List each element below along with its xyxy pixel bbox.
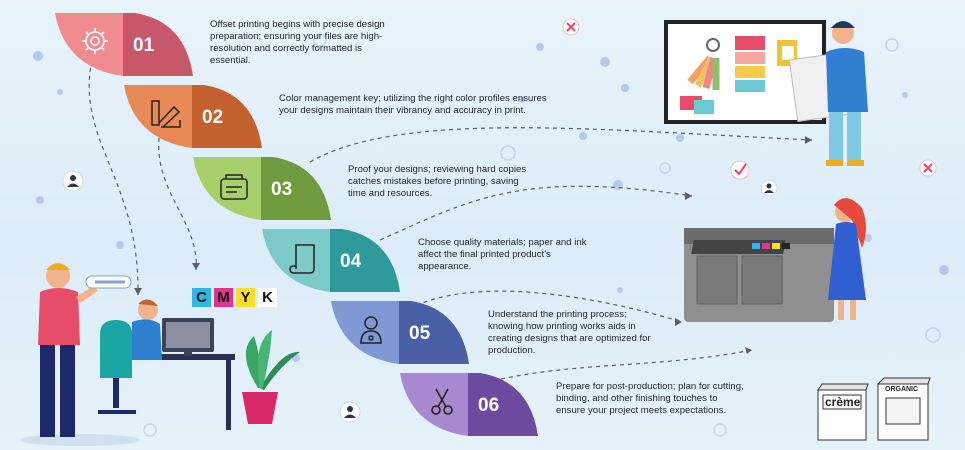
office-chair — [98, 320, 136, 414]
step-leaf-right — [123, 13, 193, 76]
step-02-description: Color management key; utilizing the righ… — [279, 93, 547, 116]
standing-person — [38, 263, 98, 437]
step-02: 02 — [124, 85, 262, 148]
user-badge-icon — [339, 401, 361, 423]
step-04: 04 — [262, 229, 400, 292]
gear-icon — [82, 28, 108, 54]
step-number: 03 — [271, 179, 292, 200]
step-leaf-left — [124, 85, 192, 148]
cmyk-letter-m: M — [214, 288, 233, 307]
step-06: 06 — [400, 373, 538, 436]
step-01: 01 — [55, 13, 193, 76]
step-leaf-right — [399, 301, 469, 364]
user-badge-icon — [62, 170, 84, 192]
step-leaf-left — [400, 373, 468, 436]
background-rings — [143, 33, 941, 437]
fan-deck-swatches — [687, 38, 720, 90]
printer-icon — [220, 174, 248, 200]
paper-scroll-icon — [289, 244, 315, 274]
scissors-icon — [431, 388, 453, 415]
step-03: 03 — [193, 157, 331, 220]
checkmark-badge-icon — [730, 160, 750, 180]
step-06-description: Prepare for post-production; plan for cu… — [556, 381, 744, 416]
worker-icon — [360, 316, 382, 344]
color-swatch-icon — [151, 100, 181, 128]
step-04-description: Choose quality materials; paper and ink … — [418, 237, 587, 272]
step-05: 05 — [331, 301, 469, 364]
step-leaf-left — [193, 157, 261, 220]
step-number: 04 — [340, 251, 362, 272]
step-05-description: Understand the printing process; knowing… — [488, 309, 651, 356]
printing-press-illustration — [684, 198, 866, 322]
desk — [105, 318, 235, 430]
cmyk-letter-k: K — [258, 288, 277, 307]
step-leaf-right — [192, 85, 262, 148]
office-workers-illustration — [20, 263, 300, 446]
cmyk-letter-y: Y — [236, 288, 255, 307]
designer-person — [788, 21, 868, 166]
package-label-organic: ORGANIC — [885, 386, 919, 393]
user-badge-icon — [760, 179, 778, 197]
cmyk-letter-c: C — [192, 288, 211, 307]
step-number: 01 — [133, 35, 155, 56]
close-badge-icon — [562, 18, 580, 36]
step-leaf-right — [261, 157, 331, 220]
sitting-person — [132, 299, 162, 360]
packaging-boxes-illustration — [817, 377, 931, 441]
step-01-description: Offset printing begins with precise desi… — [210, 19, 385, 66]
step-number: 02 — [202, 107, 223, 128]
arrow-heads — [134, 136, 812, 354]
close-badge-icon — [919, 159, 937, 177]
operator-person — [828, 198, 866, 320]
step-number: 05 — [409, 323, 431, 344]
step-03-description: Proof your designs; reviewing hard copie… — [348, 164, 527, 199]
step-number: 06 — [478, 395, 499, 416]
cmyk-blocks: C M Y K — [192, 288, 277, 307]
dashed-connectors — [88, 59, 813, 388]
package-label-creme: crème — [825, 395, 861, 409]
step-leaf-right — [330, 229, 400, 292]
potted-plant — [242, 330, 300, 424]
step-leaf-left — [55, 13, 123, 76]
step-leaf-right — [468, 373, 538, 436]
designer-board-illustration — [664, 20, 868, 166]
